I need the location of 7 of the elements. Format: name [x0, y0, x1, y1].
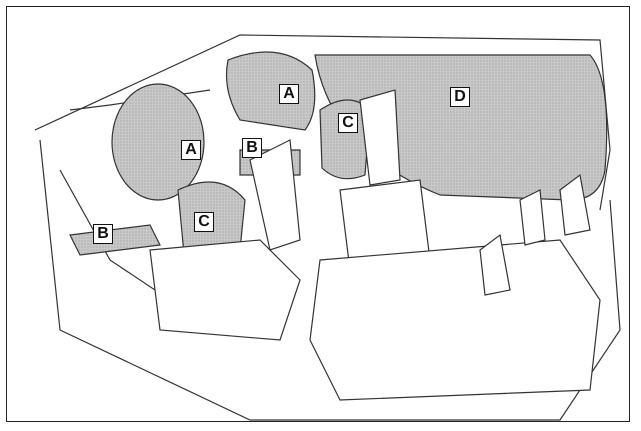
callout-letter: C [338, 113, 358, 133]
callout-letter: A [181, 140, 201, 160]
callout-letter: B [242, 138, 262, 158]
callout-letter: A [279, 84, 299, 104]
callout-letter: C [194, 212, 214, 232]
callout-letter: D [450, 87, 470, 107]
callout-letter: B [93, 224, 113, 244]
